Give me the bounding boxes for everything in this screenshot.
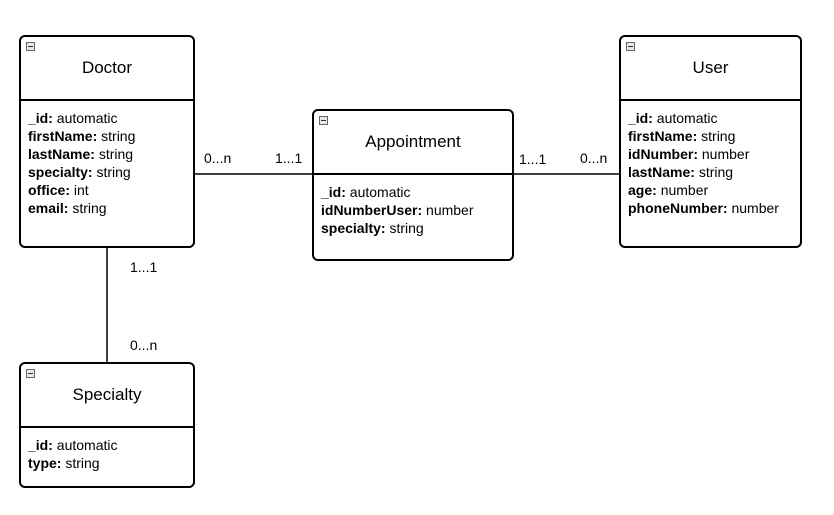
field-row: type: string bbox=[28, 454, 186, 472]
field-row: firstName: string bbox=[628, 127, 793, 145]
field-name: office: bbox=[28, 182, 70, 198]
multiplicity-label: 1...1 bbox=[275, 150, 303, 166]
field-name: firstName: bbox=[628, 128, 698, 144]
field-row: age: number bbox=[628, 181, 793, 199]
field-type: string bbox=[98, 146, 134, 162]
multiplicity-label: 0...n bbox=[130, 337, 158, 353]
field-name: email: bbox=[28, 200, 69, 216]
field-type: string bbox=[65, 455, 100, 471]
field-name: age: bbox=[628, 182, 657, 198]
field-type: automatic bbox=[349, 184, 411, 200]
entity-fields: _id: automatic type: string bbox=[21, 428, 193, 480]
multiplicity-label: 0...n bbox=[580, 150, 608, 166]
field-type: string bbox=[698, 164, 734, 180]
entity-title: Appointment bbox=[365, 132, 461, 151]
entity-specialty[interactable]: Specialty _id: automatic type: string bbox=[19, 362, 195, 488]
field-row: idNumber: number bbox=[628, 145, 793, 163]
field-name: firstName: bbox=[28, 128, 98, 144]
field-row: idNumberUser: number bbox=[321, 201, 505, 219]
field-row: _id: automatic bbox=[321, 183, 505, 201]
entity-title: Specialty bbox=[72, 385, 142, 404]
field-row: lastName: string bbox=[28, 145, 186, 163]
field-type: string bbox=[96, 164, 131, 180]
field-type: int bbox=[73, 182, 89, 198]
field-type: automatic bbox=[56, 437, 118, 453]
field-name: _id: bbox=[628, 110, 653, 126]
field-row: lastName: string bbox=[628, 163, 793, 181]
field-row: _id: automatic bbox=[28, 109, 186, 127]
field-type: number bbox=[731, 200, 779, 216]
entity-doctor[interactable]: Doctor _id: automatic firstName: string … bbox=[19, 35, 195, 248]
entity-title: Doctor bbox=[81, 58, 133, 77]
entity-fields: _id: automatic firstName: string lastNam… bbox=[21, 101, 193, 225]
multiplicity-label: 1...1 bbox=[130, 259, 158, 275]
field-name: _id: bbox=[28, 437, 53, 453]
entity-header: Specialty bbox=[21, 364, 193, 428]
entity-header: Appointment bbox=[314, 111, 512, 175]
field-row: specialty: string bbox=[321, 219, 505, 237]
field-type: string bbox=[389, 220, 424, 236]
field-row: specialty: string bbox=[28, 163, 186, 181]
collapse-icon[interactable] bbox=[319, 116, 328, 125]
field-row: firstName: string bbox=[28, 127, 186, 145]
field-name: _id: bbox=[321, 184, 346, 200]
field-row: _id: automatic bbox=[28, 436, 186, 454]
collapse-icon[interactable] bbox=[626, 42, 635, 51]
field-name: lastName: bbox=[628, 164, 695, 180]
field-name: idNumber: bbox=[628, 146, 698, 162]
collapse-icon[interactable] bbox=[26, 42, 35, 51]
field-name: specialty: bbox=[321, 220, 386, 236]
field-name: type: bbox=[28, 455, 62, 471]
field-type: automatic bbox=[56, 110, 118, 126]
field-type: automatic bbox=[656, 110, 718, 126]
field-name: idNumberUser: bbox=[321, 202, 423, 218]
field-type: string bbox=[101, 128, 136, 144]
entity-title: User bbox=[692, 58, 729, 77]
field-type: number bbox=[701, 146, 750, 162]
field-name: specialty: bbox=[28, 164, 93, 180]
multiplicity-label: 1...1 bbox=[519, 151, 547, 167]
multiplicity-label: 0...n bbox=[204, 150, 232, 166]
field-name: phoneNumber: bbox=[628, 200, 728, 216]
entity-header: User bbox=[621, 37, 800, 101]
collapse-icon[interactable] bbox=[26, 369, 35, 378]
entity-fields: _id: automatic firstName: string idNumbe… bbox=[621, 101, 800, 225]
entity-fields: _id: automatic idNumberUser: number spec… bbox=[314, 175, 512, 245]
field-name: _id: bbox=[28, 110, 53, 126]
entity-header: Doctor bbox=[21, 37, 193, 101]
field-type: string bbox=[72, 200, 107, 216]
field-type: number bbox=[426, 202, 474, 218]
entity-appointment[interactable]: Appointment _id: automatic idNumberUser:… bbox=[312, 109, 514, 261]
field-name: lastName: bbox=[28, 146, 95, 162]
field-row: _id: automatic bbox=[628, 109, 793, 127]
field-type: number bbox=[660, 182, 709, 198]
entity-user[interactable]: User _id: automatic firstName: string id… bbox=[619, 35, 802, 248]
field-row: office: int bbox=[28, 181, 186, 199]
field-type: string bbox=[701, 128, 736, 144]
field-row: email: string bbox=[28, 199, 186, 217]
field-row: phoneNumber: number bbox=[628, 199, 793, 217]
